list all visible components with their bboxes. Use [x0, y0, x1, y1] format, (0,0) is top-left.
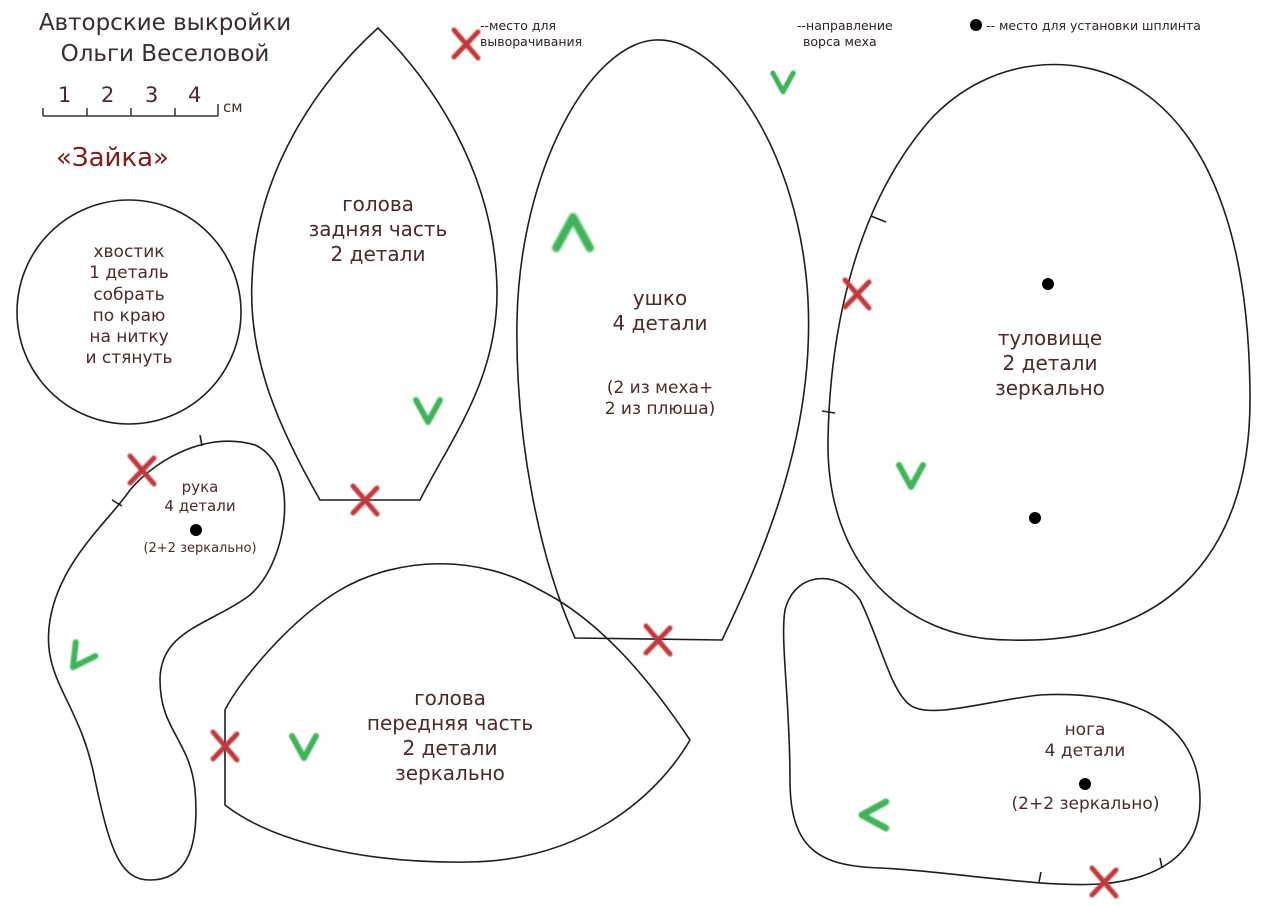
- leg-fur-arrow-icon: [862, 802, 952, 828]
- tail-label-line: 1 деталь: [89, 263, 169, 284]
- head-front-label-line: голова: [414, 686, 486, 710]
- body-label-line: 2 детали: [1002, 351, 1098, 375]
- body-turn-out-x-icon: [845, 280, 869, 308]
- leg-pin-dot-icon: [1079, 778, 1091, 790]
- leg-label-line: нога: [1064, 720, 1106, 740]
- head-back-label-line: голова: [342, 192, 414, 216]
- leg-label-line: 4 детали: [1044, 741, 1126, 762]
- head-front-label: голова передняя часть 2 детали зеркально: [345, 686, 555, 786]
- scale-tick-2: 2: [101, 83, 115, 107]
- legend-joint-pin: -- место для установки шплинта: [986, 18, 1201, 33]
- tail-label-line: и стянуть: [85, 348, 173, 369]
- ear-label-line: 4 детали: [612, 311, 708, 335]
- ear-note: (2 из меха+ 2 из плюша): [580, 378, 740, 421]
- legend-fur-direction: --направление ворса меха: [797, 18, 893, 49]
- ear-note-line: (2 из меха+: [606, 378, 714, 398]
- body-label-line: туловище: [997, 326, 1103, 350]
- pattern-name: «Зайка»: [56, 143, 169, 173]
- leg-note: (2+2 зеркально): [1011, 794, 1160, 814]
- legend-fur-line-2: ворса меха: [803, 33, 877, 49]
- arm-label-line: 4 детали: [164, 496, 236, 515]
- tail-label-line: по краю: [92, 305, 166, 326]
- scale-unit: см: [223, 98, 243, 116]
- scale-tick-4: 4: [188, 83, 202, 107]
- ear-note-line: 2 из плюша): [604, 399, 716, 420]
- arm-label-line: рука: [181, 478, 219, 496]
- ear-label-line: ушко: [632, 286, 688, 310]
- head-front-label-line: передняя часть: [366, 711, 534, 735]
- arm-outline: [47, 440, 286, 881]
- body-fur-arrow-icon: [899, 405, 923, 487]
- body-label-line: зеркально: [995, 376, 1105, 400]
- legend-pin-dot-icon: [970, 19, 982, 31]
- body-pin-dot-bottom-icon: [1029, 512, 1041, 524]
- tail-outline: [16, 199, 242, 425]
- legend-turn-out-line-1: --место для: [480, 18, 557, 33]
- head-front-label-line: 2 детали: [402, 736, 498, 760]
- body-label: туловище 2 детали зеркально: [960, 326, 1140, 401]
- title-line-2: Ольги Веселовой: [60, 41, 270, 68]
- arm-fur-arrow-icon: [63, 593, 130, 674]
- author-title: Авторские выкройки Ольги Веселовой: [20, 8, 310, 70]
- ear-outline: [516, 39, 810, 641]
- head-back-label: голова задняя часть 2 детали: [268, 192, 488, 267]
- head-back-fur-arrow-icon: [416, 340, 440, 422]
- head-front-fur-arrow-icon: [292, 676, 316, 758]
- legend-turn-out-line-2: выворачивания: [480, 33, 583, 49]
- tail-label-line: собрать: [93, 284, 165, 305]
- legend-fur-arrow-icon: [773, 22, 793, 92]
- scale-tick-1: 1: [58, 83, 72, 107]
- arm-pin-dot-icon: [190, 524, 202, 536]
- tail-label-line: на нитку: [89, 327, 169, 347]
- head-front-label-line: зеркально: [395, 761, 505, 785]
- body-pin-dot-top-icon: [1042, 278, 1054, 290]
- body-outline: [827, 63, 1251, 641]
- legend-turn-out: --место для выворачивания: [480, 18, 582, 49]
- tail-label: хвостик 1 деталь собрать по краю на нитк…: [59, 242, 199, 370]
- leg-label: нога 4 детали: [1030, 720, 1140, 763]
- title-line-1: Авторские выкройки: [38, 10, 292, 36]
- ear-label: ушко 4 детали: [580, 286, 740, 336]
- scale-tick-3: 3: [145, 83, 159, 107]
- legend-fur-line-1: --направление: [797, 18, 893, 33]
- leg-outline: [782, 577, 1201, 886]
- scale-ruler: [42, 104, 219, 117]
- legend-turn-out-x-icon: [454, 30, 478, 58]
- head-back-outline: [250, 26, 498, 501]
- head-back-label-line: 2 детали: [330, 242, 426, 266]
- tail-label-line: хвостик: [93, 242, 165, 262]
- head-front-outline: [224, 563, 691, 863]
- arm-note: (2+2 зеркально): [143, 541, 257, 556]
- head-back-label-line: задняя часть: [308, 217, 448, 241]
- arm-label: рука 4 детали: [150, 478, 250, 516]
